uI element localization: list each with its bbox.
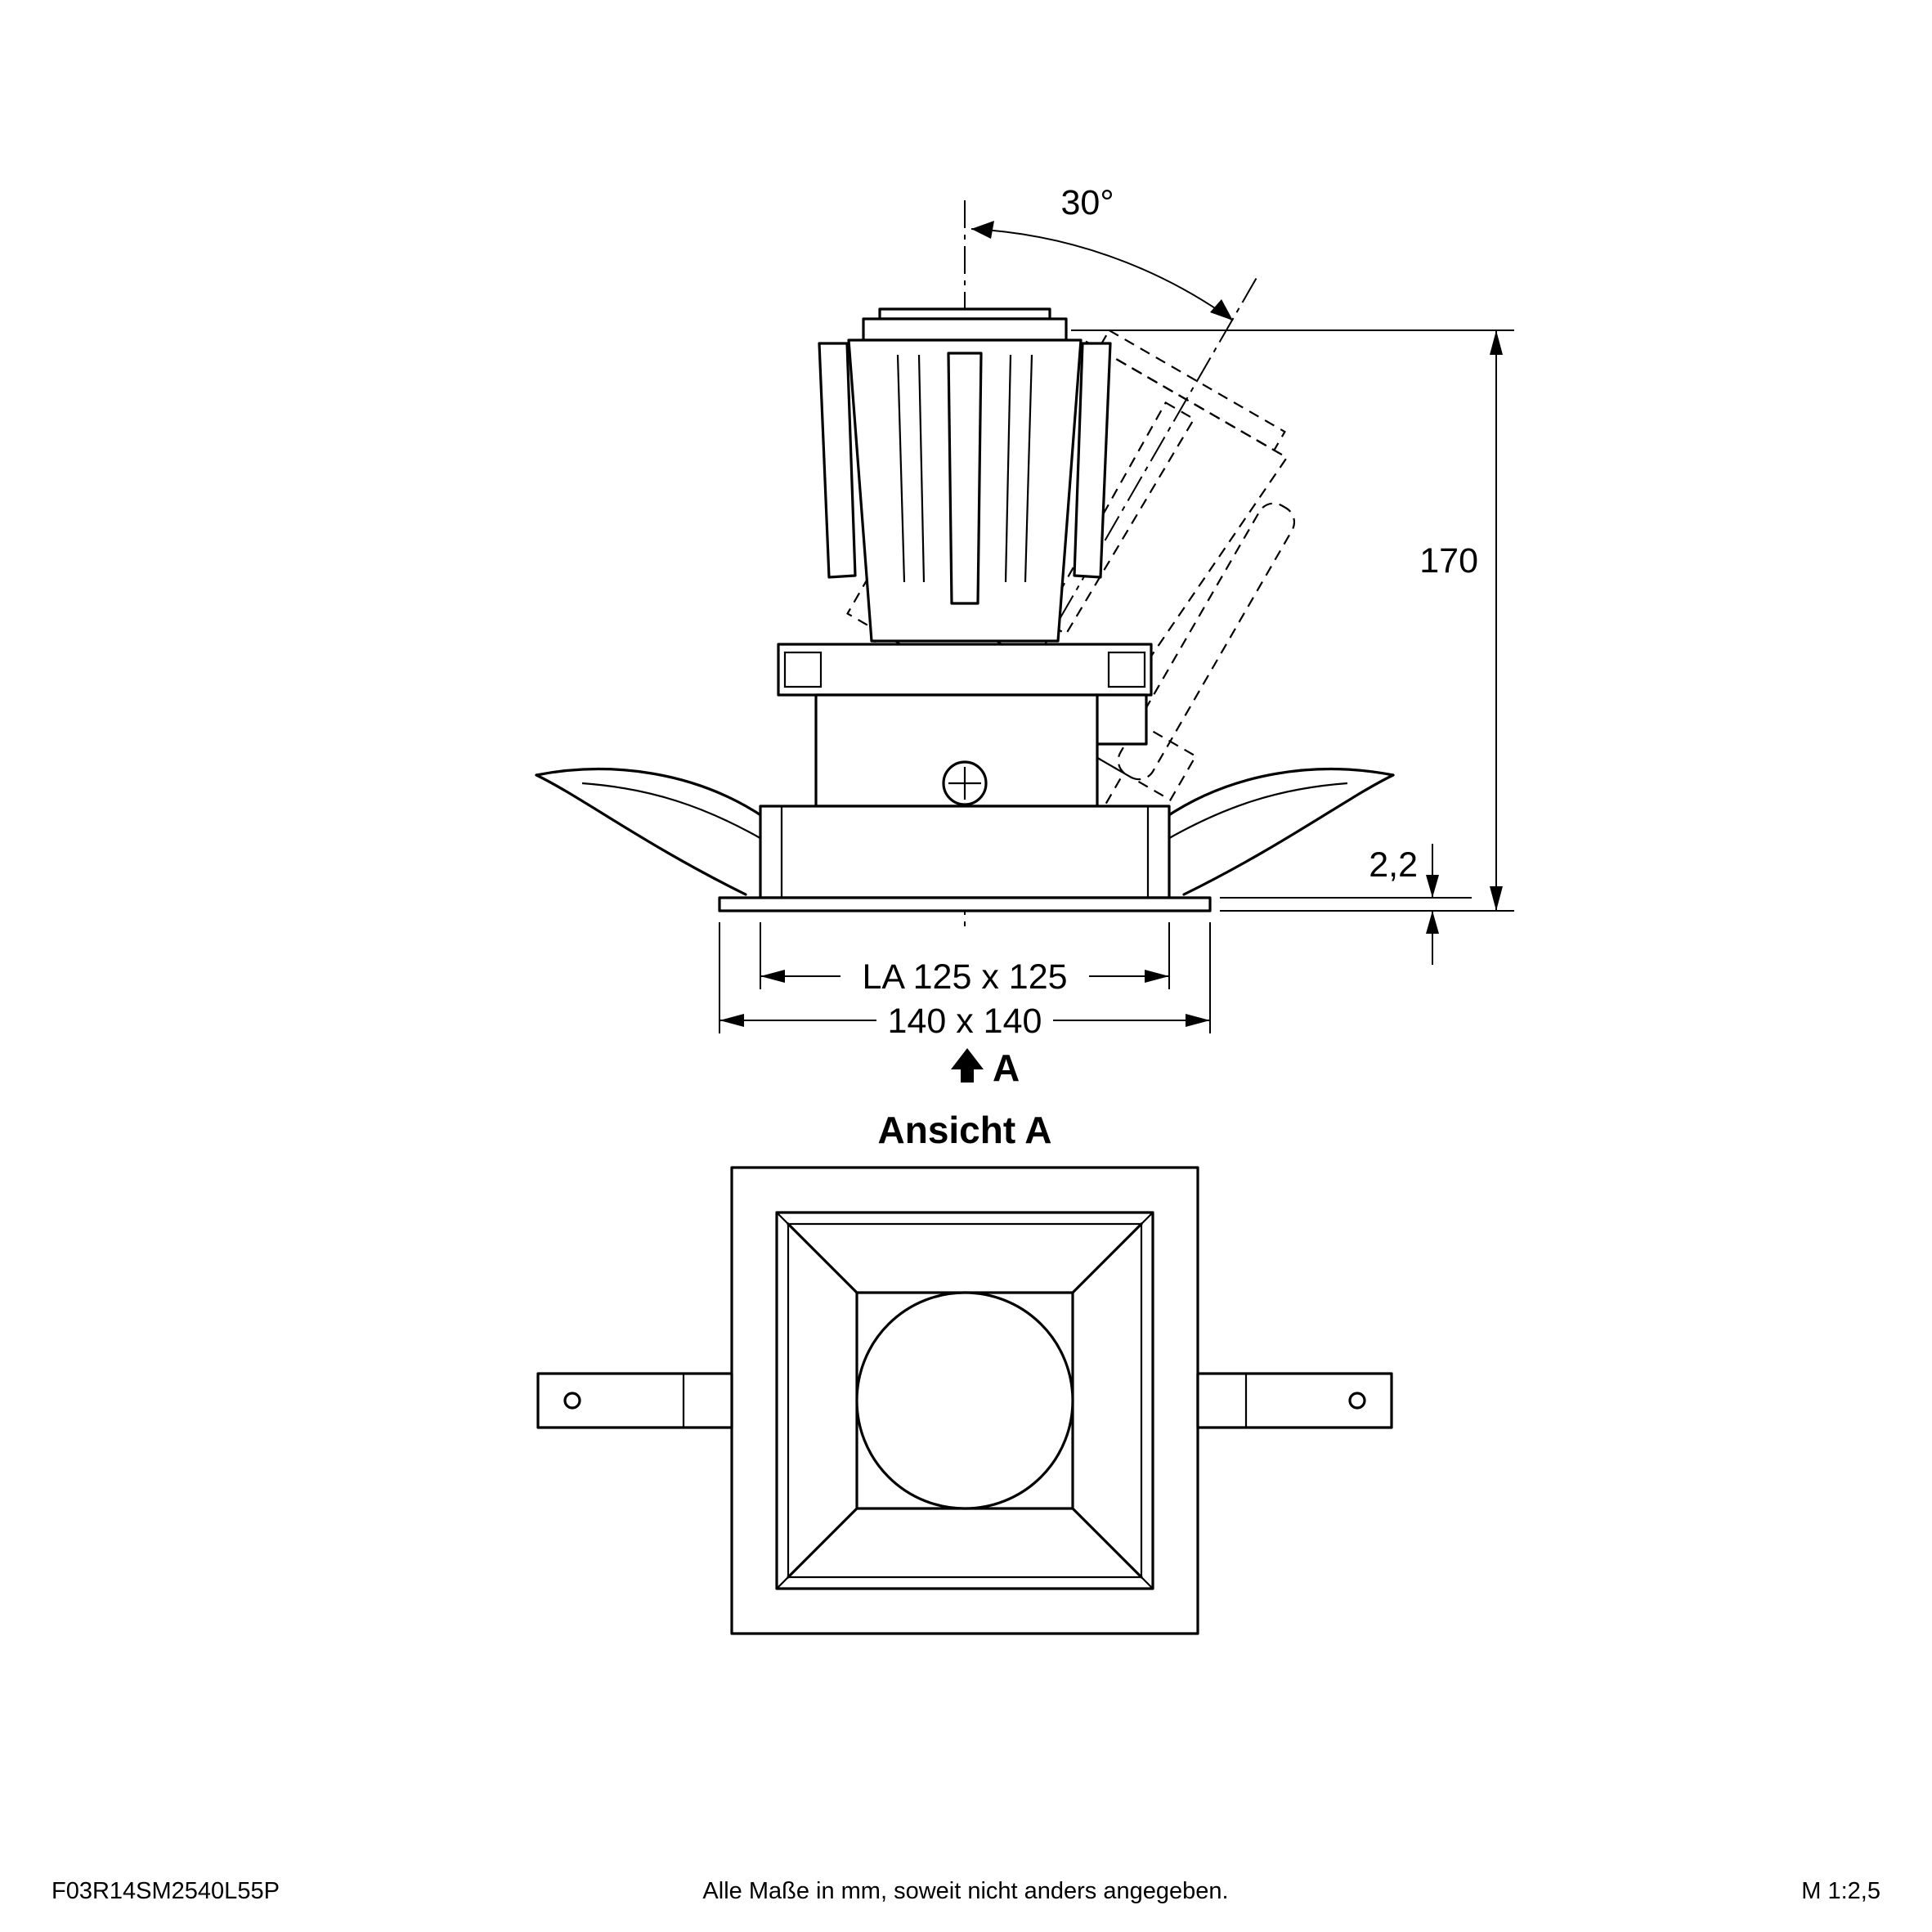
recessed-housing — [759, 805, 1171, 899]
view-arrow-icon — [951, 1048, 984, 1069]
lamp-body — [777, 307, 1153, 808]
height-label: 170 — [1419, 541, 1478, 580]
heatsink-slot-center — [947, 352, 983, 605]
lens-circle — [855, 1291, 1074, 1510]
angle-arrow-end — [1210, 299, 1233, 321]
angle-label: 30° — [1060, 183, 1114, 222]
dimension-overall: 140 x 140 — [719, 922, 1211, 1041]
dimension-height-170: 170 — [1071, 329, 1514, 912]
reflector-facet-line — [1071, 1507, 1143, 1579]
trim-flange — [718, 896, 1212, 912]
spring-clip-right — [1163, 768, 1395, 819]
flange-thickness-label: 2,2 — [1369, 845, 1418, 885]
view-marker-label: A — [993, 1047, 1020, 1089]
spring-clip-left — [535, 768, 766, 819]
trim-ring-outer — [775, 1211, 1154, 1590]
drawing-footer: F03R14SM2540L55P Alle Maße in mm, soweit… — [52, 1878, 1880, 1904]
trim-ring-inner — [787, 1222, 1143, 1579]
overall-label: 140 x 140 — [888, 1002, 1042, 1041]
cutout-label: LA 125 x 125 — [862, 957, 1067, 997]
reflector-facet-line — [787, 1222, 858, 1294]
view-direction-marker: A — [951, 1047, 1020, 1089]
bracket-hole-right — [1348, 1392, 1366, 1410]
tilt-yoke — [1094, 693, 1148, 746]
lamp-top-cap — [878, 307, 1051, 321]
dimension-cutout: LA 125 x 125 — [760, 922, 1170, 997]
mounting-frame — [535, 768, 1395, 912]
heatsink-fin-left — [818, 342, 857, 579]
reflector-facet-line — [1071, 1222, 1143, 1294]
dimension-angle-30: 30° — [970, 183, 1234, 321]
mounting-bracket-right — [1196, 1372, 1393, 1429]
dimension-flange-2-2: 2,2 — [1220, 844, 1472, 965]
angle-arrow-start — [971, 221, 994, 239]
gear-plate — [777, 643, 1153, 697]
mounting-bracket-left — [536, 1372, 733, 1429]
article-number: F03R14SM2540L55P — [52, 1878, 280, 1904]
heatsink-body — [847, 338, 1083, 643]
heatsink-fin-right — [1073, 342, 1112, 579]
view-a: Ansicht A — [536, 1109, 1393, 1635]
view-a-title: Ansicht A — [878, 1109, 1052, 1151]
dimension-note: Alle Maße in mm, soweit nicht anders ang… — [702, 1878, 1228, 1904]
reflector-facet-line — [787, 1507, 858, 1579]
bracket-hole-left — [563, 1392, 581, 1410]
scale-label: M 1:2,5 — [1801, 1878, 1880, 1904]
ghost-mounting-arm — [1117, 502, 1296, 781]
